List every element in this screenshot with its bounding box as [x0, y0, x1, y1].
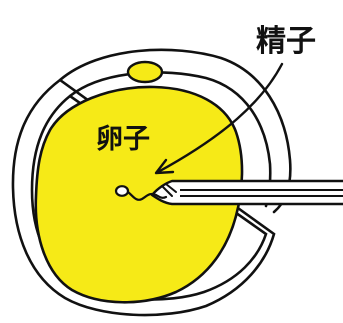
sperm-pointer-arrow	[156, 62, 284, 174]
micropipette	[150, 179, 343, 206]
micropipette-tip	[161, 183, 177, 197]
sperm-tail	[126, 190, 168, 201]
sperm-label: 精子	[256, 24, 316, 59]
sperm-head	[114, 185, 130, 197]
polar-body	[126, 60, 164, 84]
micropipette-body	[150, 179, 343, 206]
egg-label: 卵子	[96, 124, 150, 155]
arrow-head-icon	[154, 158, 175, 175]
egg-cell	[34, 85, 244, 304]
sperm-cell	[114, 185, 168, 201]
